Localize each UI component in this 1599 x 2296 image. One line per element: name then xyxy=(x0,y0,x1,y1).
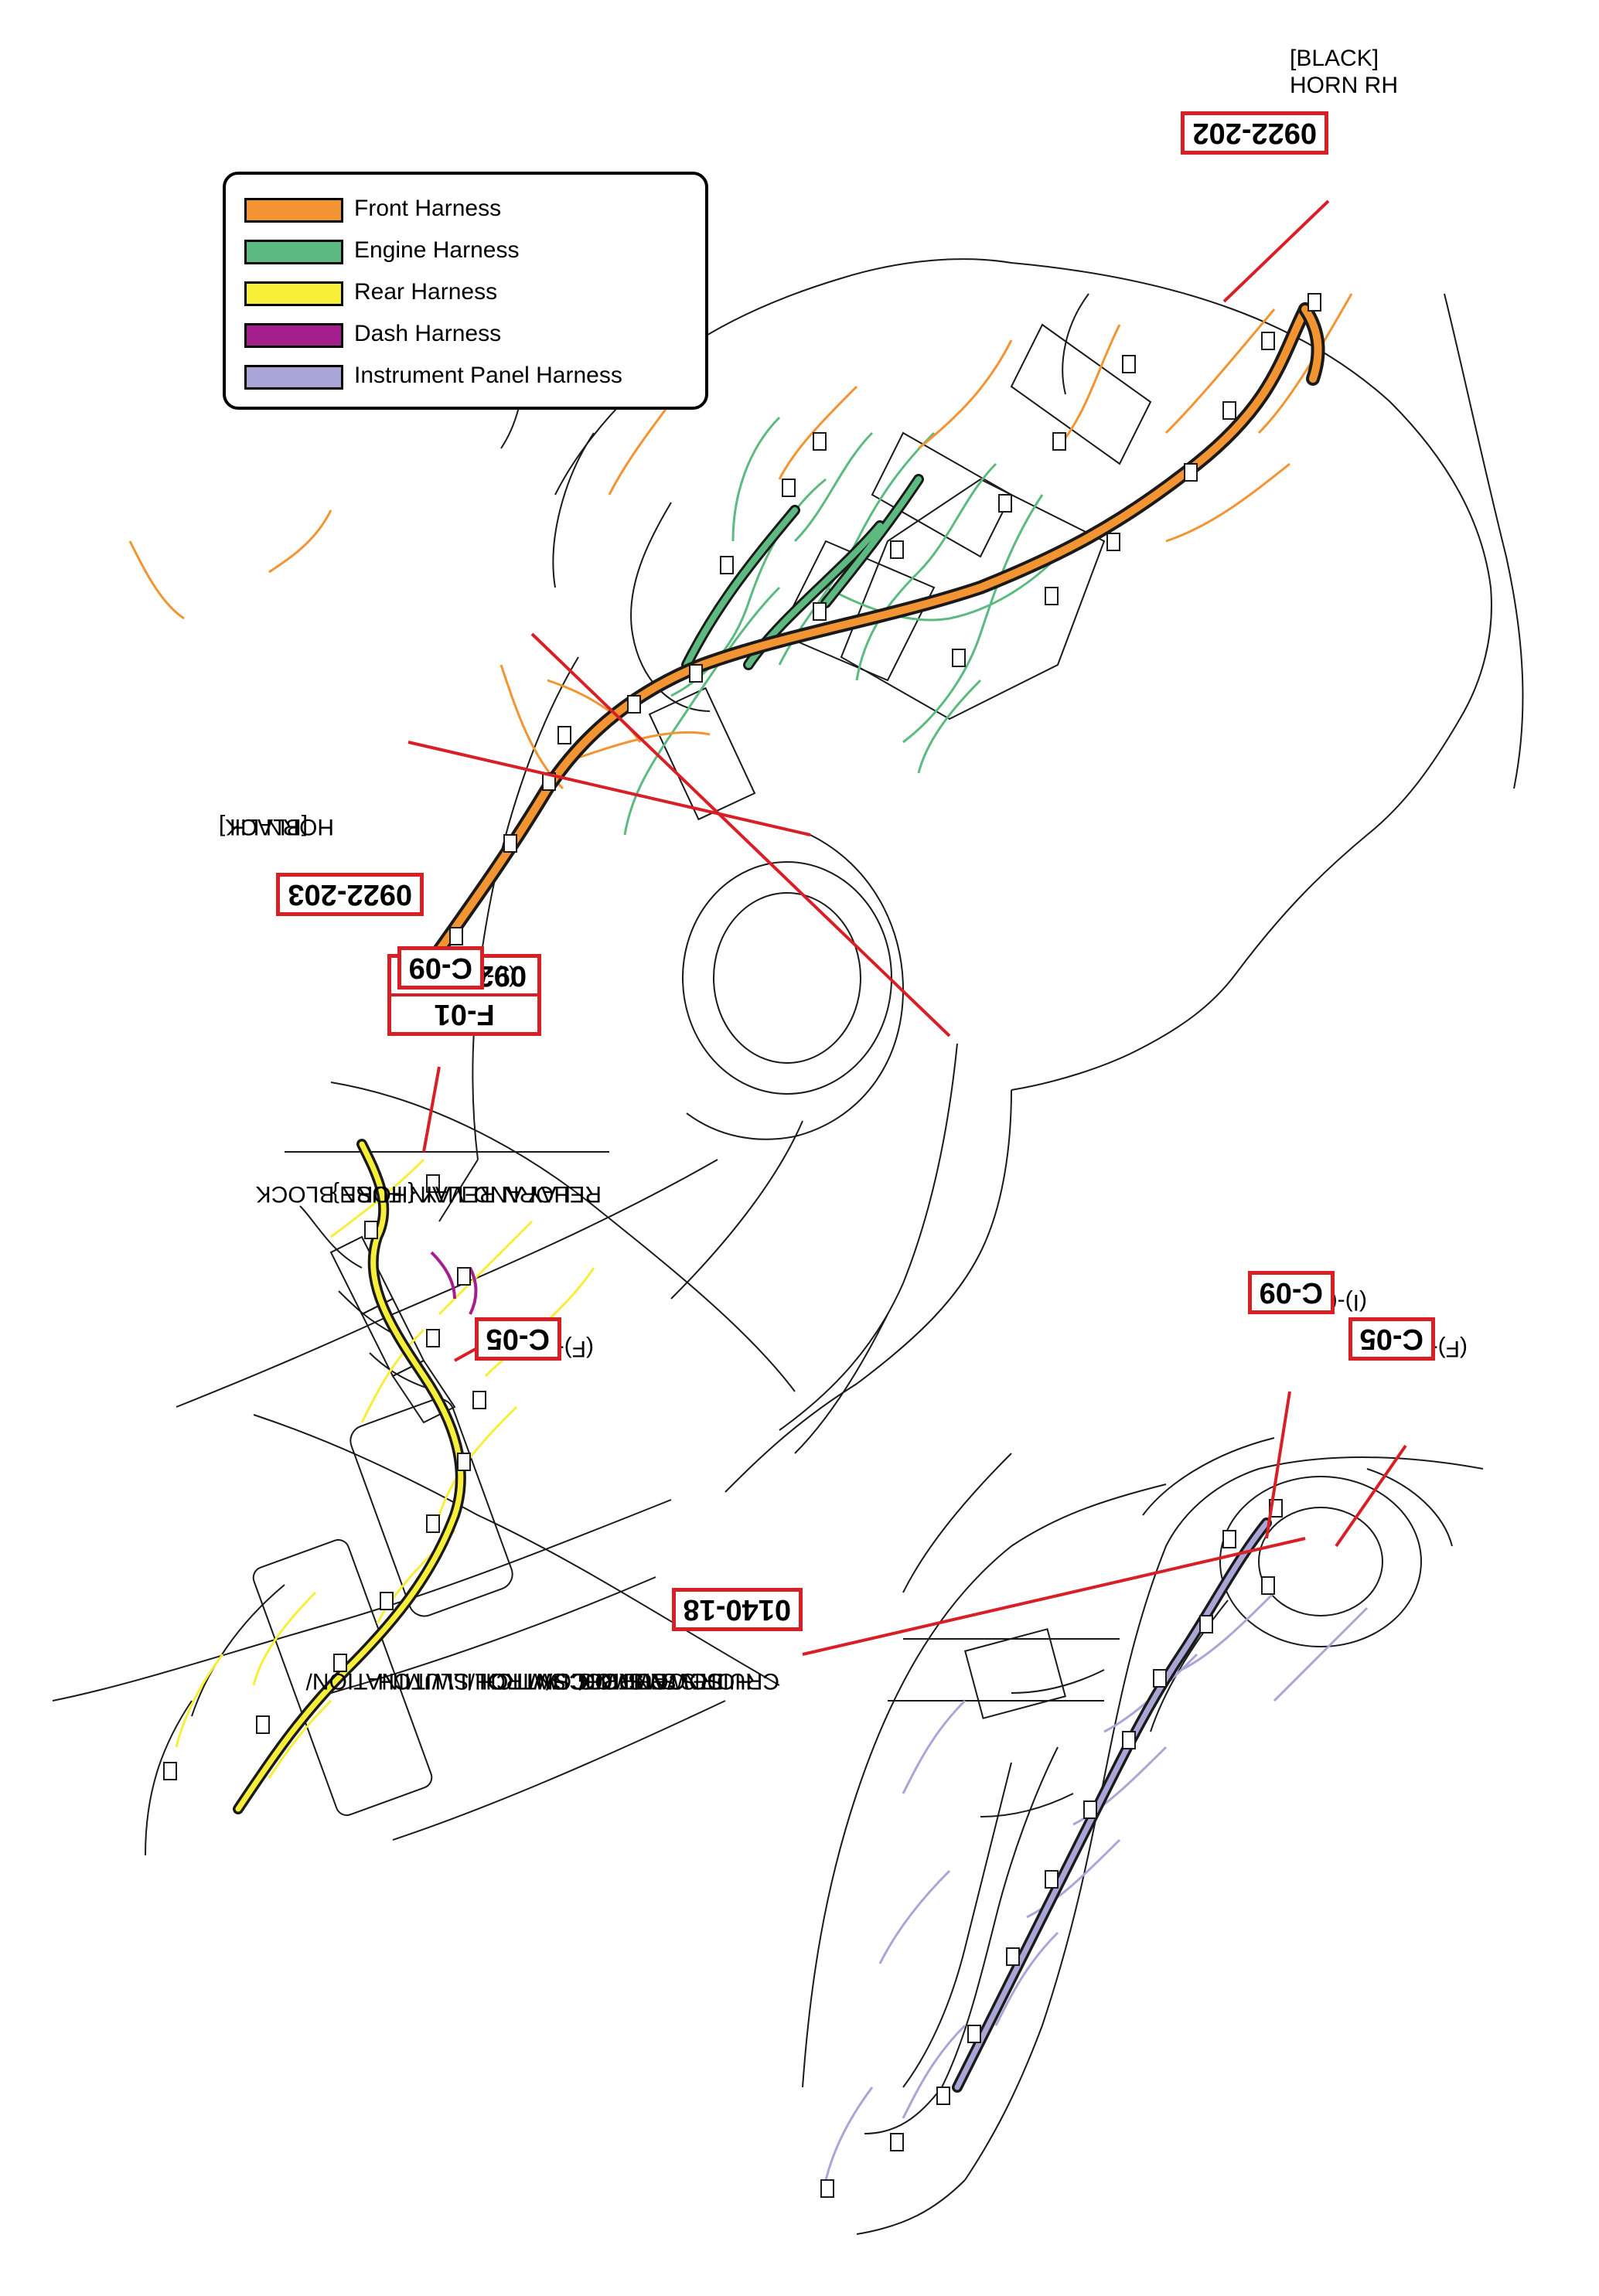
engine-harness-wiring xyxy=(623,416,1059,836)
front-harness-branches xyxy=(128,293,1353,790)
panel-seam xyxy=(1150,1599,1229,1732)
steering-column-inner xyxy=(1258,1507,1383,1616)
left-c09-code: C-09 xyxy=(397,946,484,990)
body-side-line xyxy=(670,1120,803,1300)
air-box xyxy=(648,686,756,821)
rear-floor xyxy=(145,1700,193,1856)
horn-lh-color-note: [BLACK] xyxy=(218,814,308,840)
door-seal xyxy=(330,1576,656,1694)
vent-right xyxy=(980,1793,1074,1817)
wheel-arch xyxy=(686,834,905,1140)
dash-lower-outline xyxy=(802,1484,1167,2088)
relay-block-line2: HORN RELAY {HORN} xyxy=(332,1181,571,1207)
leader-right-c05 xyxy=(1335,1444,1407,1548)
bumper-line xyxy=(1062,293,1089,395)
horn-rh-color-note: [BLACK] xyxy=(1290,46,1379,71)
kick-edge xyxy=(794,1313,888,1454)
legend-label: Dash Harness xyxy=(354,321,502,346)
dash-harness-swatch xyxy=(244,323,343,348)
cowl-top xyxy=(1142,1437,1275,1516)
right-c05-code: C-05 xyxy=(1348,1317,1435,1361)
cruise-code: 0140-18 xyxy=(671,1588,803,1631)
front-harness-swatch xyxy=(244,198,343,223)
front-harness-main-trunk xyxy=(394,302,1325,1012)
fender-line xyxy=(724,1089,1012,1493)
engine-cover xyxy=(871,431,1013,558)
floor-outline xyxy=(253,1414,780,1686)
leader-horn-lh xyxy=(407,741,811,836)
horn-lh-code: 0922-203 xyxy=(276,873,424,916)
dash-top-outline xyxy=(964,1456,1484,2181)
glovebox-inner xyxy=(902,1762,1012,2088)
kick-panel xyxy=(330,1082,796,1392)
instrument-panel-harness-swatch xyxy=(244,365,343,390)
harness-legend: Front Harness Engine Harness Rear Harnes… xyxy=(223,172,708,410)
pedal-arm xyxy=(299,1205,363,1269)
engine-bay-illustration xyxy=(438,258,1524,1493)
dash-side xyxy=(902,1453,1012,1593)
clutch-pedal xyxy=(391,1359,456,1424)
seat-base xyxy=(349,1398,513,1617)
engine-bay-hood-outline xyxy=(1011,262,1492,1091)
horn-rh-code: 0922-202 xyxy=(1181,111,1328,155)
dash-front-edge xyxy=(856,2179,966,2235)
legend-label: Front Harness xyxy=(354,196,502,221)
radiator-support xyxy=(1010,323,1152,465)
leader-relay-block xyxy=(530,632,951,1037)
callout-leader-lines xyxy=(407,199,1407,1656)
instrument-panel-illustration xyxy=(794,1313,1484,2235)
column-shroud xyxy=(1366,1468,1453,1547)
rear-harness-swatch xyxy=(244,281,343,306)
fender-line-2 xyxy=(779,1043,958,1431)
engine-bay-lower-edge xyxy=(1444,293,1524,789)
legend-label: Instrument Panel Harness xyxy=(354,363,622,388)
horn-rh-name: HORN RH xyxy=(1290,73,1398,98)
engine-harness-swatch xyxy=(244,240,343,264)
glovebox-outline xyxy=(864,1746,1059,2134)
wheel-well-inner xyxy=(682,861,892,1095)
vent-left xyxy=(1011,1669,1105,1694)
engine-block xyxy=(840,478,1106,720)
instrument-panel-harness-main-trunk xyxy=(952,1518,1272,2093)
dash-harness-branches xyxy=(430,1251,478,1315)
instrument-panel-harness-branches xyxy=(824,1591,1369,2181)
sill xyxy=(176,1159,718,1408)
leader-cruise xyxy=(802,1537,1306,1656)
battery-tray xyxy=(552,432,595,588)
console xyxy=(252,1538,433,1817)
radio-slot xyxy=(964,1628,1066,1719)
wheel-well-core xyxy=(713,892,861,1064)
intake-manifold xyxy=(778,540,936,682)
leader-horn-rh xyxy=(1222,199,1330,303)
legend-label: Rear Harness xyxy=(354,279,498,305)
cowl-panel xyxy=(472,656,579,1160)
steering-column-cover xyxy=(1219,1476,1422,1647)
cruise-line-5: AUDIO CONTROL SWITCH xyxy=(377,1668,668,1694)
rocker-panel xyxy=(52,1499,672,1702)
leader-left-c09 xyxy=(422,1066,441,1153)
connector-blocks xyxy=(163,293,1321,2198)
legend-label: Engine Harness xyxy=(354,237,520,263)
leader-right-c09 xyxy=(1265,1391,1291,1539)
sill-2 xyxy=(392,1700,726,1841)
right-c09-code: C-09 xyxy=(1247,1271,1335,1314)
relay-block-code-top: F-01 xyxy=(434,998,495,1030)
inner-fender xyxy=(554,258,1012,496)
hood-hinge xyxy=(438,1159,479,1222)
left-c05-code: C-05 xyxy=(474,1317,561,1361)
seat-rail xyxy=(191,1584,285,1717)
